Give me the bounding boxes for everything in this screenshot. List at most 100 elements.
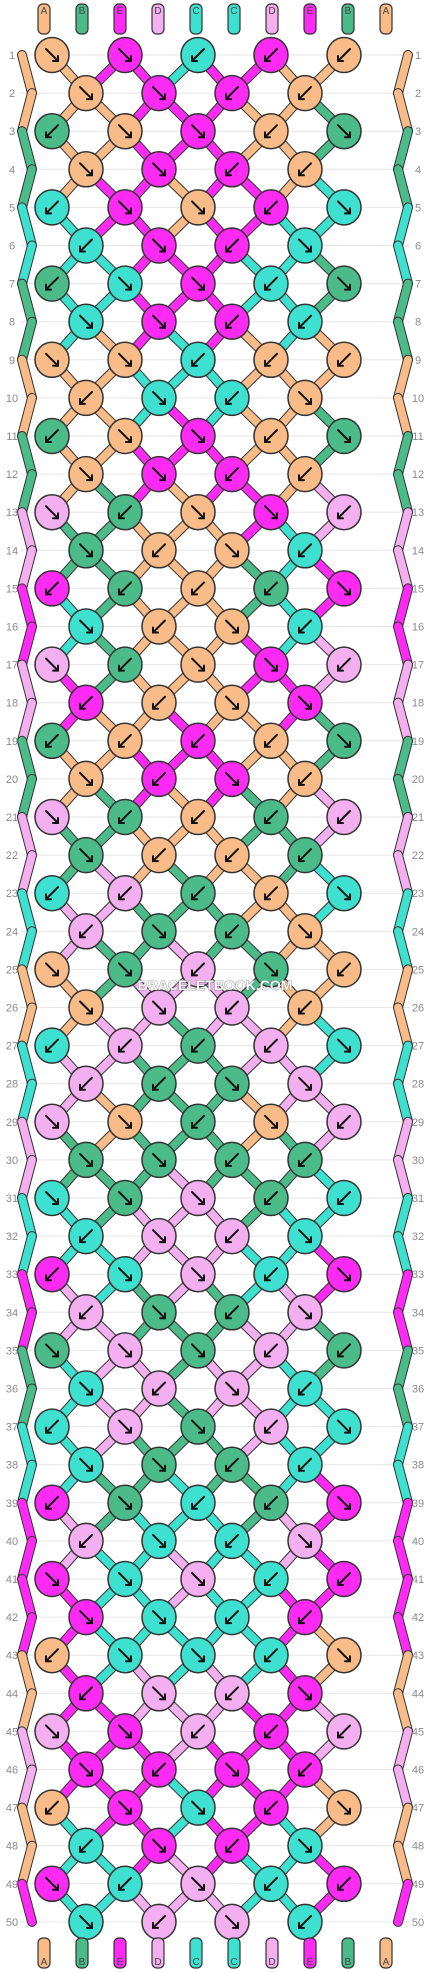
thread-tab: [189, 1937, 203, 1969]
arrow-down-left-icon: [45, 1419, 59, 1434]
row-number-right: 18: [412, 698, 424, 710]
strand: [394, 1689, 412, 1736]
knot: [68, 1141, 104, 1179]
knot: [68, 1598, 104, 1636]
knot: [141, 151, 177, 188]
knot: [107, 874, 143, 912]
thread-tab: [341, 1937, 355, 1969]
top-thread: E: [303, 3, 317, 35]
arrow-down-left-icon: [264, 1495, 278, 1510]
knot: [214, 1065, 250, 1102]
knot: [180, 951, 216, 988]
strand: [18, 1536, 36, 1583]
strand: [18, 1194, 36, 1241]
knot: [287, 227, 323, 264]
knot: [68, 227, 104, 264]
strand: [394, 89, 412, 136]
knot: [141, 989, 177, 1026]
arrow-down-right-icon: [79, 771, 93, 786]
strand: [18, 1384, 36, 1431]
knot: [253, 1484, 289, 1522]
row-number-left: 33: [6, 1269, 18, 1281]
strand: [18, 736, 36, 783]
strand: [18, 1765, 36, 1812]
arrow-down-right-icon: [191, 657, 205, 672]
thread-letter: A: [383, 6, 390, 17]
knot: [107, 1713, 143, 1750]
knot: [34, 265, 70, 302]
strand: [394, 432, 412, 479]
row-number-left: 34: [6, 1307, 18, 1319]
row-number-left: 8: [9, 317, 15, 329]
row-number-left: 17: [6, 660, 18, 672]
strand: [394, 1232, 412, 1279]
thread-tab: [303, 3, 317, 35]
arrow-down-right-icon: [337, 581, 351, 596]
thread-tab: [37, 3, 51, 35]
knot: [180, 112, 216, 150]
arrow-down-left-icon: [118, 886, 132, 901]
arrow-down-right-icon: [45, 1191, 59, 1205]
thread-letter: A: [383, 1957, 390, 1968]
top-thread: A: [379, 3, 393, 35]
knot: [214, 227, 250, 264]
strand: [394, 1765, 412, 1812]
knot: [287, 760, 323, 798]
knot: [68, 684, 104, 721]
arrow-down-left-icon: [45, 1495, 59, 1510]
knot: [68, 1827, 104, 1864]
row-number-right: 12: [412, 469, 424, 481]
thread-tab: [227, 3, 241, 35]
arrow-down-left-icon: [337, 1343, 351, 1358]
arrow-down-right-icon: [45, 505, 59, 520]
strand: [394, 1651, 412, 1698]
arrow-down-right-icon: [45, 657, 59, 672]
knot: [34, 874, 70, 912]
arrow-down-left-icon: [337, 48, 351, 62]
knot: [107, 1332, 143, 1369]
knot: [34, 341, 70, 379]
arrow-down-right-icon: [152, 1000, 166, 1015]
arrow-down-right-icon: [152, 390, 166, 405]
knot: [287, 1065, 323, 1102]
row-number-right: 17: [412, 660, 424, 672]
thread-tab: [113, 1937, 127, 1969]
knot: [180, 722, 216, 760]
bottom-thread: B: [341, 1937, 355, 1969]
knot: [180, 874, 216, 912]
arrow-down-right-icon: [298, 1229, 312, 1244]
arrow-down-right-icon: [225, 619, 239, 634]
strand: [394, 774, 412, 821]
arrow-down-right-icon: [264, 657, 278, 672]
arrow-down-left-icon: [298, 1762, 312, 1777]
strand: [394, 355, 412, 402]
top-thread: D: [151, 3, 165, 35]
knot: [214, 1827, 250, 1864]
strand: [394, 470, 412, 517]
strand: [18, 1841, 36, 1888]
arrow-down-left-icon: [225, 924, 239, 939]
arrow-down-left-icon: [118, 1038, 132, 1053]
arrow-down-left-icon: [225, 1000, 239, 1015]
arrow-down-right-icon: [337, 1648, 351, 1663]
knot: [214, 608, 250, 645]
row-number-right: 28: [412, 1079, 424, 1091]
arrow-down-right-icon: [191, 1800, 205, 1815]
knot: [107, 1408, 143, 1445]
row-number-left: 25: [6, 964, 18, 976]
knot: [326, 1713, 362, 1750]
knot: [253, 1255, 289, 1293]
thread-tab: [341, 3, 355, 35]
row-number-right: 46: [412, 1765, 424, 1777]
thread-letter: C: [230, 1957, 237, 1968]
strand: [394, 889, 412, 936]
knot: [68, 1751, 104, 1788]
arrow-down-right-icon: [118, 1191, 132, 1205]
bottom-thread: E: [303, 1937, 317, 1969]
arrow-down-left-icon: [191, 733, 205, 748]
arrow-down-left-icon: [264, 200, 278, 215]
bottom-thread: E: [113, 1937, 127, 1969]
thread-tab: [265, 3, 279, 35]
strand: [394, 1613, 412, 1660]
